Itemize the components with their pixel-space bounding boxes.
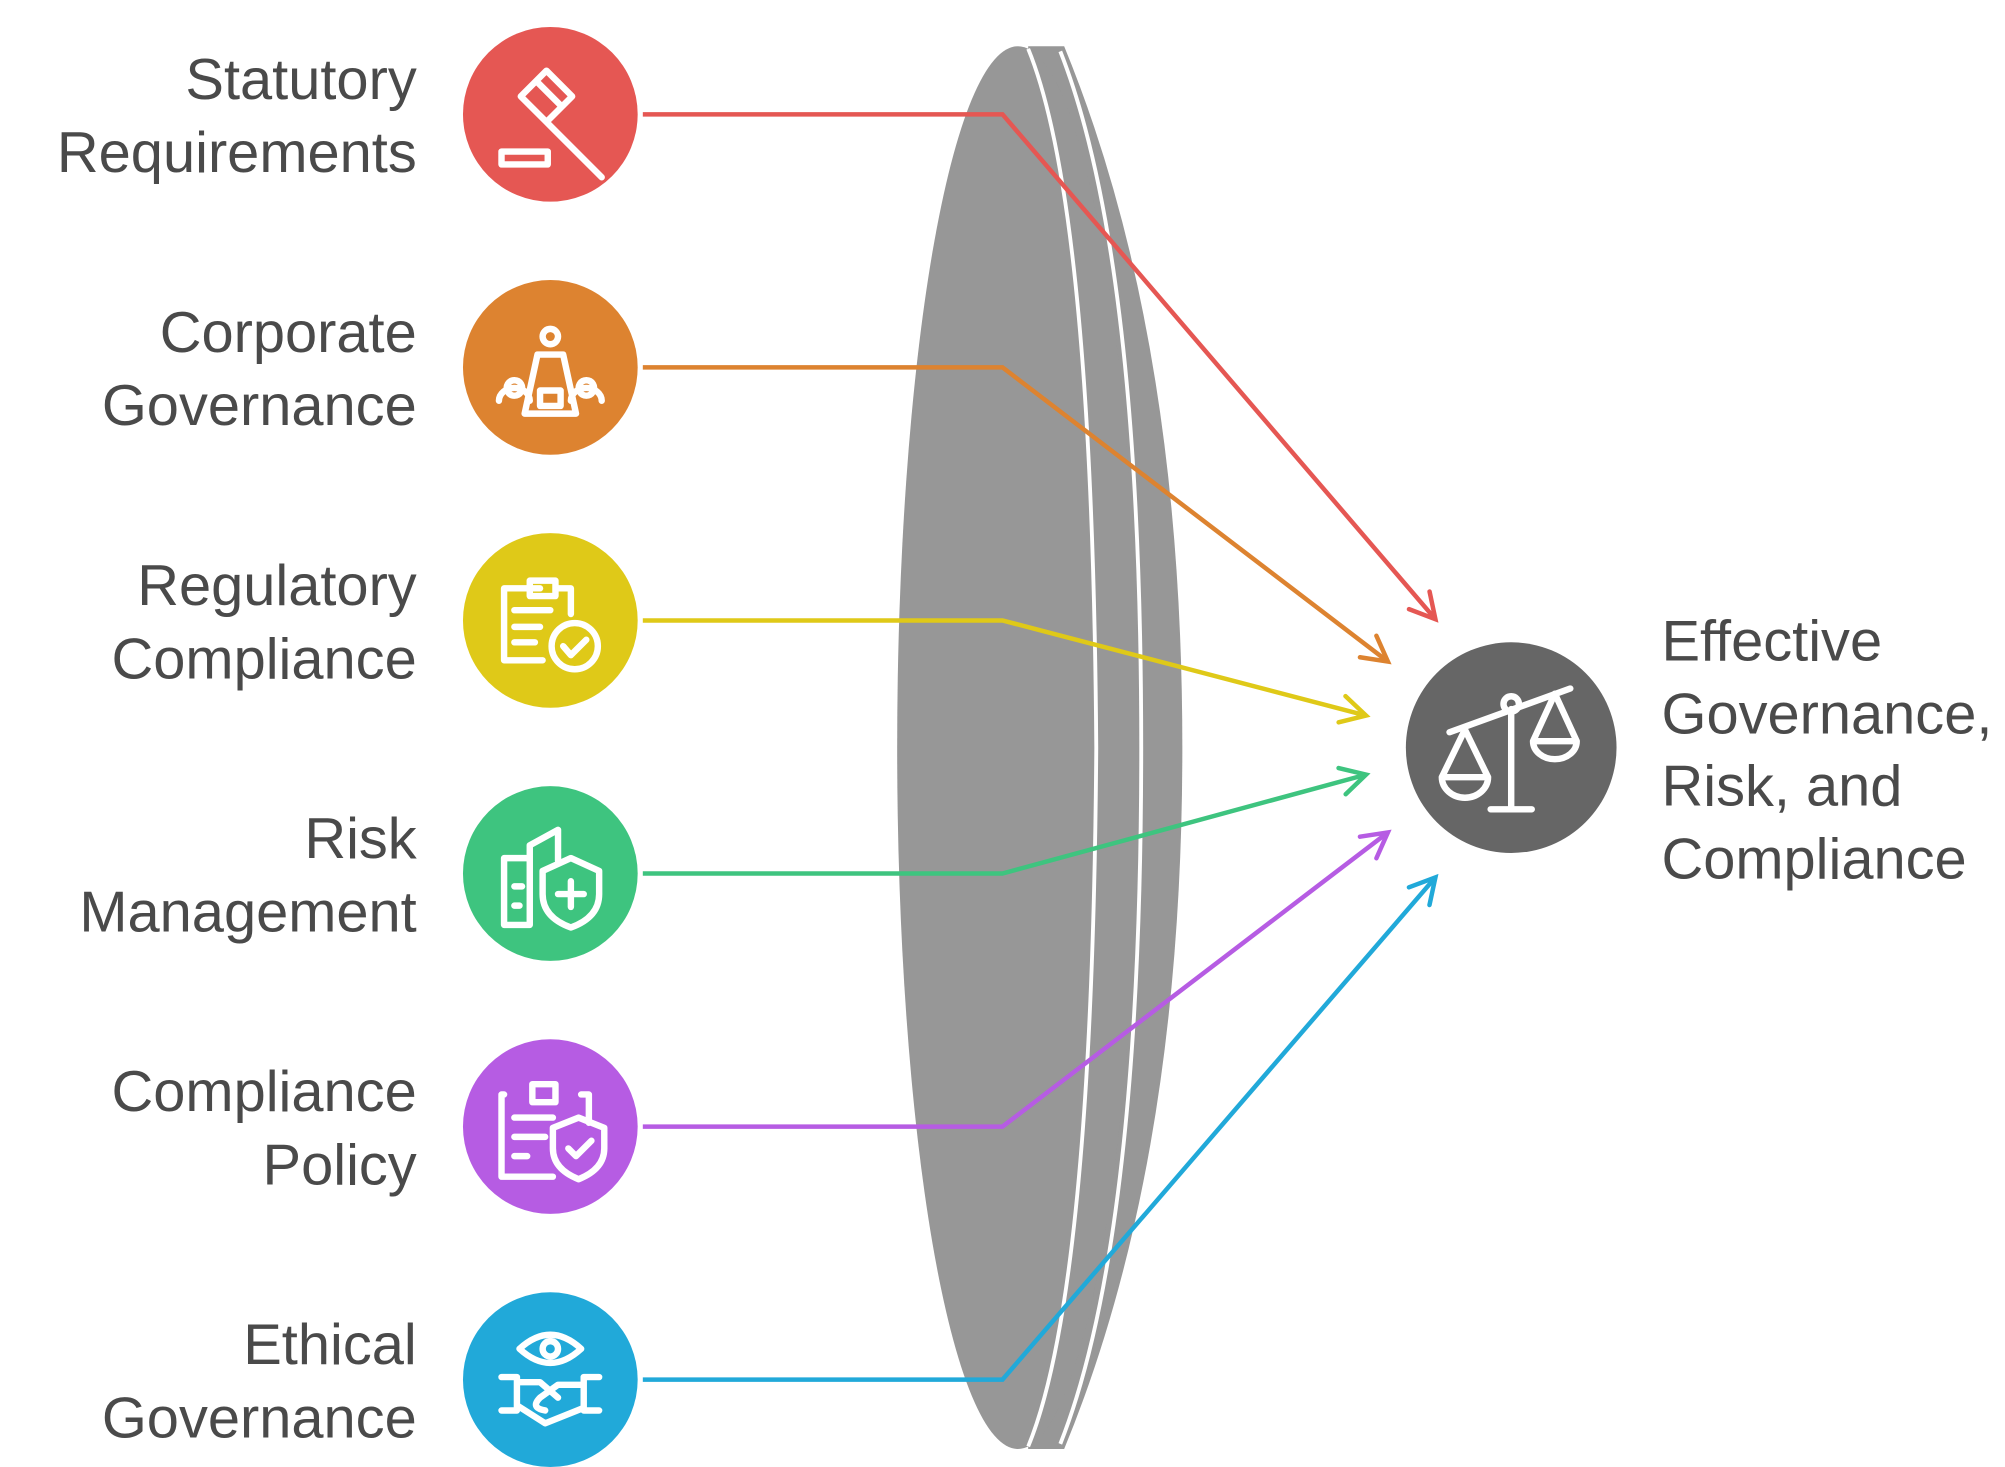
input-label-line: Corporate	[160, 301, 417, 365]
input-label-line: Management	[79, 880, 416, 944]
arrowhead	[1406, 873, 1439, 908]
arrowhead	[1357, 829, 1392, 861]
input-label-line: Compliance	[112, 627, 417, 691]
input-label-line: Policy	[263, 1133, 417, 1197]
input-circle	[462, 533, 638, 708]
output-node: Effective Governance, Risk, and Complian…	[1405, 609, 1992, 892]
input-label-line: Governance	[102, 1386, 417, 1450]
output-label-line: Compliance	[1661, 828, 1966, 892]
output-label-line: Governance,	[1661, 683, 1992, 747]
connector-line	[642, 830, 1390, 1129]
clipboard-shield-icon	[498, 1080, 608, 1183]
connector-line	[642, 618, 1367, 718]
eye-handshake-icon	[498, 1331, 603, 1427]
lens	[897, 46, 1183, 1450]
output-label-line: Risk, and	[1661, 754, 1902, 818]
input-label-line: Governance	[102, 374, 417, 438]
input-label-line: Requirements	[57, 121, 417, 185]
input-label-line: Ethical	[243, 1313, 416, 1377]
arrowhead	[1336, 765, 1371, 797]
input-label-line: Compliance	[112, 1060, 417, 1124]
arrowhead	[1357, 633, 1392, 665]
arrowhead	[1406, 589, 1439, 623]
input-circle	[462, 280, 638, 455]
connector-line	[642, 875, 1438, 1382]
input-circle	[462, 786, 638, 961]
output-label-line: Effective	[1661, 609, 1882, 673]
connector-line	[642, 365, 1390, 664]
connector-line	[642, 772, 1367, 876]
connector-line	[642, 112, 1438, 621]
building-shield-icon	[500, 826, 603, 931]
scales-icon	[1438, 685, 1580, 813]
gavel-icon	[498, 67, 605, 181]
input-label-line: Statutory	[185, 48, 416, 112]
input-circle	[462, 1292, 638, 1467]
boardroom-icon	[495, 325, 605, 417]
input-label-line: Risk	[304, 807, 416, 871]
clipboard-check-icon	[500, 577, 602, 673]
arrowhead	[1336, 693, 1371, 725]
input-label-line: Regulatory	[137, 554, 417, 618]
